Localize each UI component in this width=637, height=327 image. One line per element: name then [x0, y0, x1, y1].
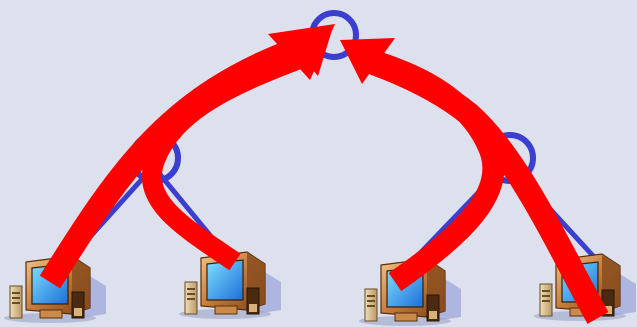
arrow-head-2: [285, 30, 332, 76]
computers: [3, 251, 637, 327]
red-arrows: [39, 24, 609, 324]
arrow-computer-4-to-root: [356, 46, 609, 324]
arrow-computer-2-to-root: [141, 45, 314, 271]
